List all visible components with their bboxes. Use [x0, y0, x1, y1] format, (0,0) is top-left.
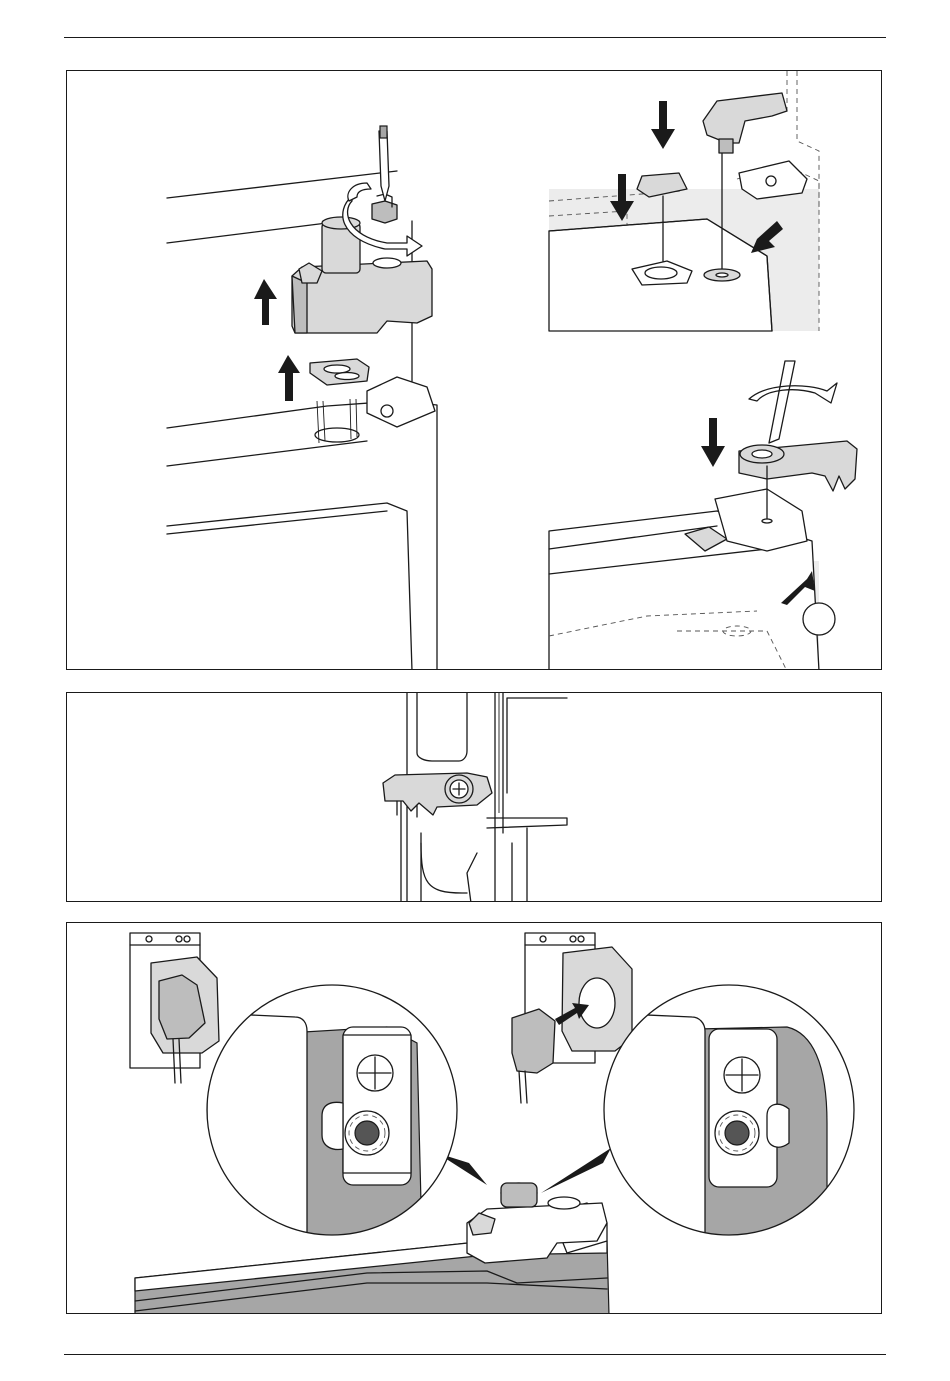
- screwdriver-icon: [379, 126, 389, 201]
- figure-panel-plug-detail: [66, 922, 882, 1314]
- locking-part-fitted: [383, 773, 492, 817]
- socket-icon: [562, 947, 632, 1051]
- zoom-detail-left: [207, 983, 467, 1243]
- figure-panel-removal: [66, 70, 882, 670]
- figure-panel-locking-fitted: [66, 692, 882, 902]
- inset-locking-part-screw: [549, 361, 857, 670]
- inset-cover-fitting: [549, 71, 819, 331]
- locking-part-left: [292, 194, 432, 385]
- zoom-detail-right: [602, 983, 862, 1243]
- footer-rule: [64, 1354, 886, 1355]
- header-rule: [64, 37, 886, 38]
- callout-pointer-right: [541, 1148, 611, 1193]
